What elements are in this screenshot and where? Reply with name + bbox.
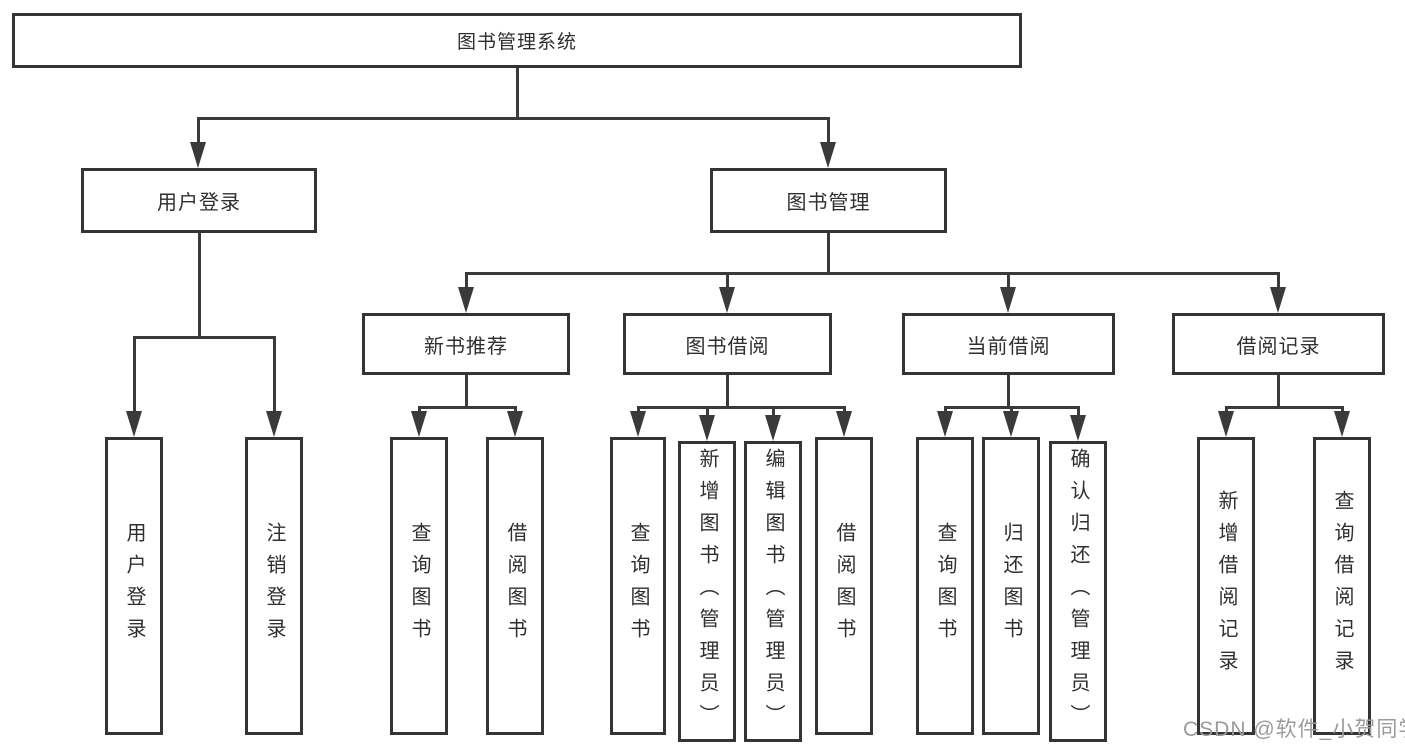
- connector-root-stem: [516, 68, 519, 117]
- arrow-down-icon: [1070, 415, 1086, 441]
- node-borrow-records: 借阅记录: [1172, 313, 1385, 375]
- connector-drop-book-management: [827, 117, 830, 148]
- node-root: 图书管理系统: [12, 13, 1022, 68]
- arrow-down-icon: [1270, 287, 1286, 313]
- arrow-down-icon: [1000, 287, 1016, 313]
- connector-drop-leaf-logout: [273, 336, 276, 417]
- leaf-add-book-admin: 新增图书（管理员）: [678, 441, 736, 742]
- leaf-user-login: 用户登录: [105, 437, 163, 735]
- node-book-borrow: 图书借阅: [623, 313, 832, 375]
- leaf-borrow-books-borrow: 借阅图书: [815, 437, 873, 735]
- node-new-book-recommend: 新书推荐: [362, 313, 570, 375]
- arrow-down-icon: [765, 415, 781, 441]
- arrow-down-icon: [820, 142, 836, 168]
- connector-drop: [706, 406, 709, 417]
- leaf-query-borrow-record: 查询借阅记录: [1313, 437, 1371, 735]
- connector-drop-new-book: [465, 272, 468, 293]
- leaf-confirm-return-admin: 确认归还（管理员）: [1049, 441, 1107, 742]
- connector-user-login-bar: [133, 336, 276, 339]
- leaf-add-borrow-record: 新增借阅记录: [1197, 437, 1255, 735]
- arrow-down-icon: [1003, 411, 1019, 437]
- connector-drop-leaf-user-login: [133, 336, 136, 417]
- connector-new-book-stem: [465, 375, 468, 406]
- connector-root-bar: [197, 117, 830, 120]
- connector-drop-user-login: [197, 117, 200, 148]
- leaf-logout: 注销登录: [245, 437, 303, 735]
- arrow-down-icon: [630, 411, 646, 437]
- connector-new-book-bar: [418, 406, 516, 409]
- leaf-return-books: 归还图书: [982, 437, 1040, 735]
- connector-drop-current-borrow: [1007, 272, 1010, 293]
- connector-user-login-stem: [198, 233, 201, 336]
- arrow-down-icon: [1218, 411, 1234, 437]
- leaf-query-books-current: 查询图书: [916, 437, 974, 735]
- connector-drop: [772, 406, 775, 417]
- arrow-down-icon: [126, 411, 142, 437]
- arrow-down-icon: [1334, 411, 1350, 437]
- watermark: CSDN @软件_小贺同学: [1183, 718, 1405, 741]
- connector-borrow-records-bar: [1225, 406, 1343, 409]
- arrow-down-icon: [719, 287, 735, 313]
- connector-book-management-stem: [827, 233, 830, 272]
- arrow-down-icon: [836, 411, 852, 437]
- connector-drop: [1077, 406, 1080, 417]
- connector-current-borrow-stem: [1007, 375, 1010, 406]
- connector-borrow-records-stem: [1277, 375, 1280, 406]
- leaf-query-books-recommend: 查询图书: [390, 437, 448, 735]
- arrow-down-icon: [937, 411, 953, 437]
- connector-book-management-bar: [465, 272, 1280, 275]
- node-current-borrow: 当前借阅: [902, 313, 1115, 375]
- connector-drop-book-borrow: [726, 272, 729, 293]
- arrow-down-icon: [458, 287, 474, 313]
- arrow-down-icon: [411, 411, 427, 437]
- leaf-edit-book-admin: 编辑图书（管理员）: [744, 441, 802, 742]
- arrow-down-icon: [699, 415, 715, 441]
- arrow-down-icon: [266, 411, 282, 437]
- leaf-borrow-books-recommend: 借阅图书: [486, 437, 544, 735]
- node-book-management: 图书管理: [710, 168, 947, 233]
- arrow-down-icon: [190, 142, 206, 168]
- connector-book-borrow-stem: [726, 375, 729, 406]
- connector-drop-borrow-records: [1277, 272, 1280, 293]
- leaf-query-books-borrow: 查询图书: [610, 437, 666, 735]
- node-user-login: 用户登录: [81, 168, 317, 233]
- arrow-down-icon: [507, 411, 523, 437]
- connector-book-borrow-bar: [637, 406, 844, 409]
